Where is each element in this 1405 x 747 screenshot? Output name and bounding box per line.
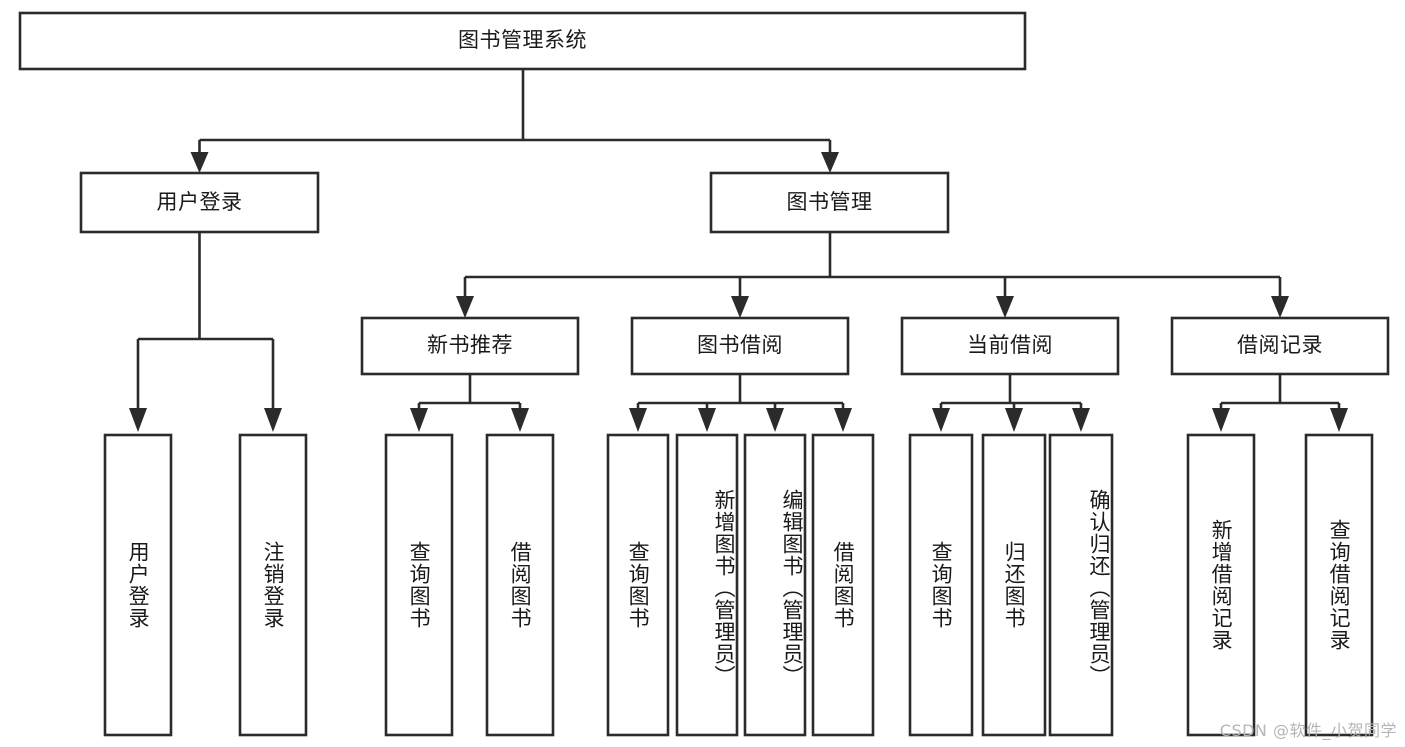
label-book-borrow-text: 图书借阅 <box>697 333 783 358</box>
label-leaf-return-book-text: 归还图书 <box>1002 541 1027 629</box>
arrowhead-leaf-edit-book <box>766 408 784 432</box>
arrowhead-new-book-recommend <box>456 296 474 318</box>
label-leaf-query-book-1: 查询图书 <box>386 435 452 735</box>
node-box-leaf-return-book[interactable] <box>981 433 1047 737</box>
node-box-user-login[interactable] <box>79 171 320 234</box>
label-leaf-borrow-book-2: 借阅图书 <box>813 435 873 735</box>
node-box-leaf-confirm-return[interactable] <box>1048 433 1114 737</box>
arrowhead-current-borrow <box>996 296 1014 318</box>
label-leaf-add-book: 新增图书（管理员） <box>677 435 737 735</box>
node-box-current-borrow[interactable] <box>900 316 1120 376</box>
label-leaf-query-record-text: 查询借阅记录 <box>1327 519 1352 651</box>
node-box-leaf-add-book[interactable] <box>675 433 739 737</box>
label-leaf-borrow-book-1-text: 借阅图书 <box>508 541 533 629</box>
node-box-leaf-query-record[interactable] <box>1304 433 1374 737</box>
label-leaf-query-book-1-text: 查询图书 <box>407 541 432 629</box>
node-box-leaf-user-login[interactable] <box>103 433 173 737</box>
label-leaf-query-book-3: 查询图书 <box>910 435 972 735</box>
label-leaf-borrow-book-2-text: 借阅图书 <box>831 541 856 629</box>
arrowhead-leaf-logout <box>264 408 282 432</box>
arrowhead-user-login <box>190 152 209 173</box>
arrowhead-leaf-user-login <box>129 408 147 432</box>
node-box-leaf-query-book-2[interactable] <box>606 433 670 737</box>
label-book-management-text: 图书管理 <box>786 189 873 214</box>
label-current-borrow-text: 当前借阅 <box>967 333 1053 358</box>
node-box-leaf-borrow-book-2[interactable] <box>811 433 875 737</box>
label-leaf-user-login-text: 用户登录 <box>126 541 151 629</box>
arrowhead-book-borrow <box>731 296 749 318</box>
label-leaf-add-record: 新增借阅记录 <box>1188 435 1254 735</box>
label-leaf-query-record: 查询借阅记录 <box>1306 435 1372 735</box>
label-book-management: 图书管理 <box>711 173 948 232</box>
arrowhead-leaf-query-book-1 <box>410 408 428 432</box>
node-box-leaf-edit-book[interactable] <box>743 433 807 737</box>
node-box-root[interactable] <box>18 11 1027 71</box>
label-borrow-record: 借阅记录 <box>1172 318 1388 374</box>
label-new-book-recommend: 新书推荐 <box>362 318 578 374</box>
node-box-leaf-query-book-1[interactable] <box>384 433 454 737</box>
label-leaf-confirm-return: 确认归还（管理员） <box>1050 435 1112 735</box>
label-leaf-return-book: 归还图书 <box>983 435 1045 735</box>
arrowhead-leaf-add-book <box>698 408 716 432</box>
label-leaf-query-book-3-text: 查询图书 <box>929 541 954 629</box>
label-new-book-recommend-text: 新书推荐 <box>427 333 513 358</box>
label-leaf-edit-book: 编辑图书（管理员） <box>745 435 805 735</box>
label-root: 图书管理系统 <box>20 13 1025 69</box>
label-leaf-edit-book-text: 编辑图书（管理员） <box>780 489 804 687</box>
arrowhead-leaf-borrow-book-1 <box>511 408 529 432</box>
label-leaf-borrow-book-1: 借阅图书 <box>487 435 553 735</box>
arrowhead-leaf-borrow-book-2 <box>834 408 852 432</box>
node-box-leaf-logout[interactable] <box>238 433 308 737</box>
label-leaf-user-login: 用户登录 <box>105 435 171 735</box>
label-leaf-add-record-text: 新增借阅记录 <box>1209 519 1234 651</box>
label-root-text: 图书管理系统 <box>458 28 587 53</box>
node-box-leaf-add-record[interactable] <box>1186 433 1256 737</box>
arrowhead-leaf-query-record <box>1330 408 1348 432</box>
arrowhead-leaf-query-book-3 <box>932 408 950 432</box>
label-leaf-logout: 注销登录 <box>240 435 306 735</box>
label-borrow-record-text: 借阅记录 <box>1237 333 1323 358</box>
label-current-borrow: 当前借阅 <box>902 318 1118 374</box>
label-leaf-query-book-2-text: 查询图书 <box>626 541 651 629</box>
arrowhead-leaf-confirm-return <box>1072 408 1090 432</box>
label-leaf-add-book-text: 新增图书（管理员） <box>712 489 736 687</box>
arrowhead-leaf-return-book <box>1005 408 1023 432</box>
arrowhead-leaf-add-record <box>1212 408 1230 432</box>
node-box-leaf-query-book-3[interactable] <box>908 433 974 737</box>
node-box-leaf-borrow-book-1[interactable] <box>485 433 555 737</box>
label-leaf-query-book-2: 查询图书 <box>608 435 668 735</box>
label-user-login-text: 用户登录 <box>156 189 243 214</box>
node-box-new-book-recommend[interactable] <box>360 316 580 376</box>
label-leaf-logout-text: 注销登录 <box>261 541 286 629</box>
label-book-borrow: 图书借阅 <box>632 318 848 374</box>
arrowhead-borrow-record <box>1271 296 1289 318</box>
arrowhead-leaf-query-book-2 <box>629 408 647 432</box>
label-user-login: 用户登录 <box>81 173 318 232</box>
watermark: CSDN @软件_小贺同学 <box>1219 721 1397 740</box>
arrowhead-book-management <box>821 152 839 173</box>
label-leaf-confirm-return-text: 确认归还（管理员） <box>1087 489 1111 687</box>
